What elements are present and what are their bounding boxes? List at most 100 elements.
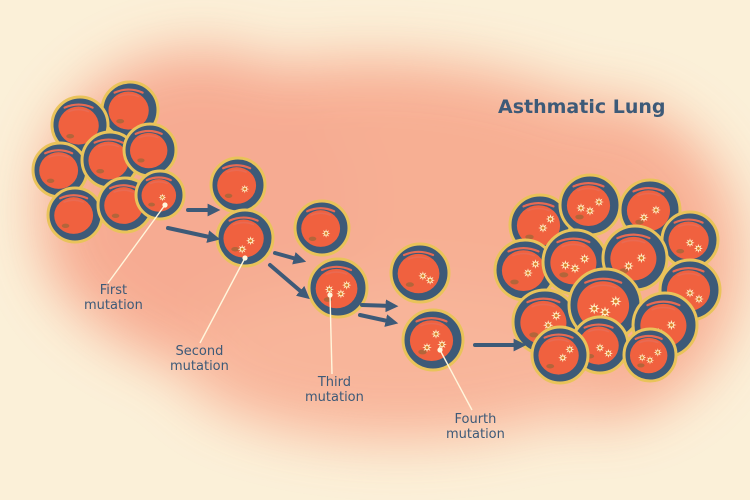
right-cell-0-highlight-2 [527,207,550,212]
label-second-line1: Second [175,344,224,359]
step2-cell-top [293,199,351,257]
left-cell-7 [134,169,186,221]
label-second-line2: mutation [170,359,229,374]
step2-cell-bottom-mutation-2-core [327,287,331,291]
right-cell-12-highlight-2 [548,338,570,343]
left-cell-4-highlight-2 [138,134,159,139]
right-cell-5-mutation-0-core [573,266,577,271]
step2-cell-bottom-nucleus [315,268,358,309]
step3-cell-bottom-nucleus [409,320,454,361]
right-cell-11-highlight-2 [588,328,610,333]
diagram-title: Asthmatic Lung [498,96,666,118]
right-cell-3-organelle [676,248,685,254]
left-cell-5-organelle [61,223,70,228]
right-cell-13 [622,327,678,383]
step3-cell-bottom-mutation-0-core [434,332,438,336]
step1-cell-top-nucleus [217,167,257,204]
right-cell-4-mutation-1-core [533,262,538,266]
right-cell-4-organelle [510,279,519,285]
label-third-mutation: Third mutation [305,375,364,405]
left-cell-3-organelle [96,168,105,174]
right-cell-4-mutation-0-core [526,271,530,275]
right-cell-2-highlight [632,187,665,193]
right-cell-10-highlight [646,300,681,307]
right-cell-1-highlight-2 [577,187,600,192]
arrow-4 [358,313,399,327]
step3-cell-top [389,242,451,304]
left-cell-0-highlight-2 [118,93,140,98]
right-cell-12-highlight [543,333,574,339]
right-cell-5-organelle [559,272,569,278]
right-cell-1-highlight [572,182,605,188]
left-cell-2-highlight-2 [48,154,69,158]
step2-cell-bottom [307,257,369,319]
right-cell-0-highlight [522,202,555,208]
right-cell-11-highlight [583,323,614,329]
left-cell-1-highlight-2 [68,108,90,113]
label-first-line1: First [99,283,128,298]
label-fourth-mutation: Fourth mutation [446,412,505,442]
right-cell-6-mutation-1-core [626,264,631,268]
cell-groups [31,80,722,385]
right-cell-8-organelle [529,332,539,338]
right-cell-9-highlight-2 [589,284,617,289]
label-third-line1: Third [317,375,352,390]
left-cell-6-highlight-2 [113,189,134,193]
left-cell-4-organelle [137,158,145,163]
progression-arrows [166,203,527,352]
right-cell-2-highlight-2 [637,192,660,197]
arrow-3 [268,263,310,300]
label-pointers [107,202,473,411]
step3-cell-top-nucleus [397,253,440,294]
label-fourth-line1: Fourth [454,412,497,427]
right-cell-9-highlight [584,277,623,284]
right-cell-3-highlight-2 [678,223,700,228]
arrow-1 [166,226,221,243]
right-cell-1-mutation-1-core [597,200,601,204]
left-cell-1-organelle [66,133,75,139]
right-cell-4 [493,238,557,302]
left-cell-2-organelle [46,178,55,183]
left-cell-0-organelle [116,118,125,124]
step2-cell-bottom-highlight [320,265,353,272]
right-cell-3-mutation-1-core [696,246,700,250]
right-cell-1-nucleus [566,185,611,227]
step1-cell-top [209,156,267,214]
arrow-5 [360,299,399,313]
left-cell-7-nucleus [141,179,177,212]
label-first-line2: mutation [84,298,143,313]
right-cell-5-mutation-1-core [582,257,587,261]
right-cell-13-mutation-0-core [648,358,652,362]
step3-cell-top-mutation-1-core [428,278,432,282]
step2-cell-top-highlight [306,207,336,213]
step3-cell-bottom-mutation-1-core [440,342,444,347]
right-cell-13-highlight [634,334,663,340]
right-cell-3-mutation-0-core [688,241,692,245]
left-cell-4-nucleus [129,132,168,169]
right-cell-8-highlight [526,297,561,304]
right-cell-13-mutation-1-core [656,351,660,354]
right-cell-11-mutation-1-core [606,351,610,355]
right-cell-5-highlight [556,237,591,244]
pointer-line-3 [439,349,473,411]
step1-cell-top-highlight [222,164,252,170]
right-cell-1-mutation-2-core [579,206,583,210]
right-cell-2-mutation-1-core [642,215,646,220]
right-cell-7-highlight-2 [677,272,700,277]
pointer-dot-3 [437,347,443,353]
step2-cell-bottom-mutation-0-core [339,292,343,296]
step2-cell-top-mutation-0-core [324,232,328,235]
step3-cell-top-mutation-0-core [421,274,425,278]
step3-cell-bottom-highlight-2 [420,322,443,327]
right-cell-6-highlight [616,233,651,240]
pointer-line-0 [107,204,166,284]
step2-cell-top-organelle [308,236,317,241]
left-cell-6-highlight [109,184,139,190]
right-cell-9-mutation-2-core [592,306,597,311]
pointer-dot-2 [327,292,333,298]
right-cell-7-mutation-0-core [688,291,692,295]
right-cell-3-nucleus [668,221,709,260]
left-cell-7-highlight [145,176,172,182]
right-cell-8-mutation-0-core [546,323,550,327]
